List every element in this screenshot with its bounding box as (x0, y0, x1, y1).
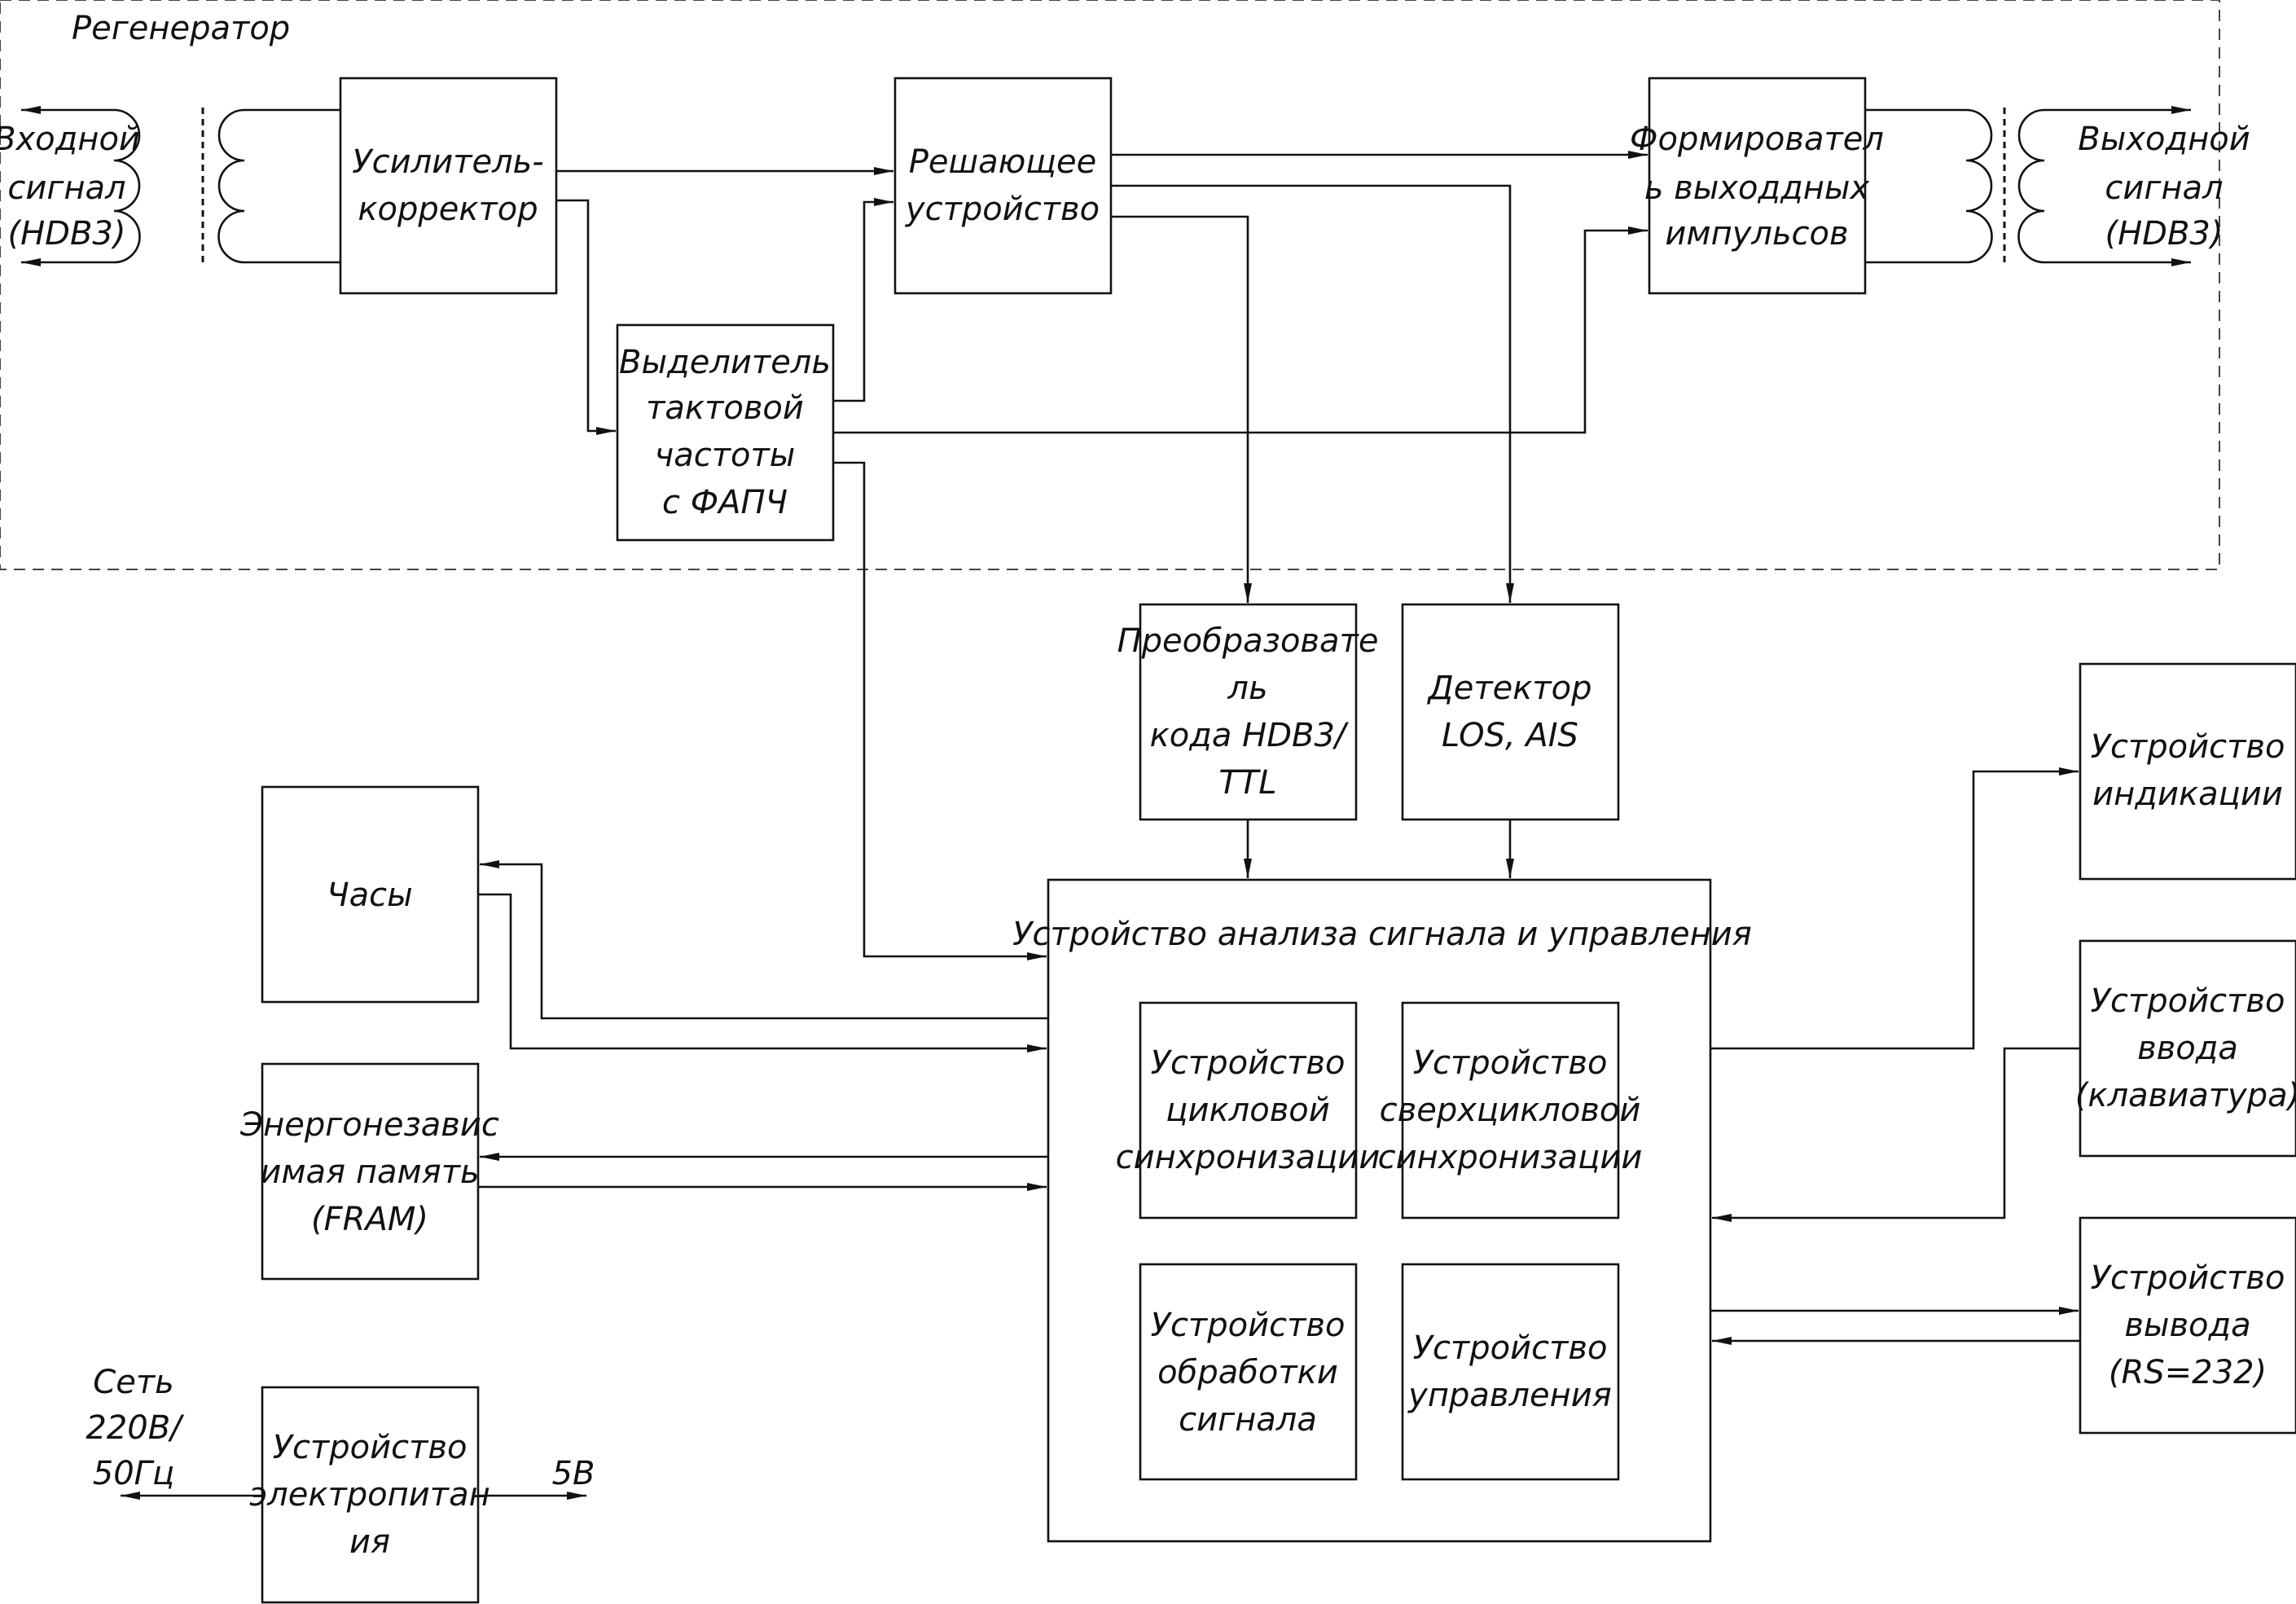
svg-text:сверхцикловой: сверхцикловой (1380, 1092, 1641, 1129)
svg-text:220В/: 220В/ (86, 1409, 185, 1447)
output-signal-label: Выходной сигнал (HDB3) (2078, 121, 2250, 253)
svg-text:синхронизации: синхронизации (1116, 1139, 1381, 1176)
svg-text:корректор: корректор (358, 191, 538, 228)
svg-text:ввода: ввода (2137, 1030, 2238, 1067)
svg-text:Усилитель-: Усилитель- (352, 143, 543, 181)
svg-text:Формировател: Формировател (1630, 121, 1884, 158)
decision-device-block: Решающее устройство (893, 77, 1113, 295)
svg-text:(FRAM): (FRAM) (311, 1201, 428, 1238)
input-device-block: Устройство ввода (клавиатура) (2075, 939, 2296, 1158)
svg-text:Сеть: Сеть (93, 1364, 173, 1401)
svg-text:(HDB3): (HDB3) (8, 215, 126, 253)
svg-text:50Гц: 50Гц (93, 1455, 174, 1492)
svg-text:импульсов: импульсов (1665, 215, 1848, 253)
svg-text:устройство: устройство (905, 191, 1100, 228)
signal-processing-block: Устройство обработки сигнала (1139, 1263, 1358, 1481)
svg-text:управления: управления (1407, 1377, 1612, 1414)
svg-text:Устройство: Устройство (273, 1429, 468, 1466)
power-supply-block: Устройство электропитан ия (249, 1386, 490, 1604)
svg-text:сигнал: сигнал (7, 169, 125, 207)
clock-extractor-block: Выделитель тактовой частоты с ФАПЧ (616, 323, 835, 542)
svg-text:Устройство: Устройство (2091, 1259, 2285, 1297)
svg-text:ь выходдных: ь выходдных (1644, 169, 1870, 207)
svg-text:Выходной: Выходной (2078, 121, 2250, 158)
indication-device-block: Устройство индикации (2079, 662, 2296, 881)
svg-text:TTL: TTL (1218, 764, 1276, 802)
svg-text:Выделитель: Выделитель (619, 344, 831, 381)
regenerator-boundary (0, 0, 2220, 570)
svg-text:Устройство: Устройство (1413, 1329, 1608, 1367)
svg-text:(HDB3): (HDB3) (2105, 215, 2224, 253)
amplifier-corrector-block: Усилитель- корректор (339, 77, 558, 295)
input-transformer (21, 106, 340, 266)
svg-text:ия: ия (349, 1523, 390, 1561)
svg-text:частоты: частоты (655, 437, 796, 474)
svg-text:индикации: индикации (2092, 776, 2283, 813)
svg-text:(RS=232): (RS=232) (2109, 1354, 2267, 1391)
svg-text:Энергонезавис: Энергонезавис (239, 1106, 499, 1144)
svg-text:Устройство анализа сигнала и у: Устройство анализа сигнала и управления (1012, 916, 1752, 953)
svg-text:вывода: вывода (2124, 1307, 2250, 1344)
control-device-block: Устройство управления (1401, 1263, 1620, 1481)
svg-text:LOS, AIS: LOS, AIS (1442, 717, 1578, 754)
regenerator-label: Регенератор (72, 10, 290, 47)
svg-text:цикловой: цикловой (1166, 1092, 1329, 1129)
svg-text:Устройство: Устройство (1151, 1044, 1346, 1082)
connections (121, 151, 2080, 1500)
svg-text:Часы: Часы (327, 877, 413, 914)
los-ais-detector-block: Детектор LOS, AIS (1401, 603, 1620, 821)
svg-text:имая память: имая память (260, 1154, 479, 1191)
svg-text:кода HDB3/: кода HDB3/ (1150, 717, 1350, 754)
mains-label: Сеть 220В/ 50Гц (86, 1364, 185, 1492)
frame-sync-block: Устройство цикловой синхронизации (1116, 1001, 1381, 1219)
svg-text:тактовой: тактовой (646, 389, 804, 427)
output-transformer (1866, 106, 2191, 266)
nvram-block: Энергонезавис имая память (FRAM) (239, 1062, 499, 1281)
svg-text:сигнала: сигнала (1179, 1401, 1317, 1439)
input-signal-label: Входной сигнал (HDB3) (0, 121, 140, 253)
svg-text:Детектор: Детектор (1426, 670, 1591, 707)
multiframe-sync-block: Устройство сверхцикловой синхронизации (1378, 1001, 1643, 1219)
svg-text:Решающее: Решающее (909, 143, 1096, 181)
svg-text:Преобразовате: Преобразовате (1117, 622, 1379, 660)
svg-text:(клавиатура): (клавиатура) (2075, 1077, 2296, 1114)
svg-text:ль: ль (1227, 670, 1267, 707)
svg-text:Устройство: Устройство (1151, 1307, 1346, 1344)
svg-text:электропитан: электропитан (249, 1476, 490, 1514)
svg-text:синхронизации: синхронизации (1378, 1139, 1643, 1176)
signal-analysis-control-block: Устройство анализа сигнала и управления (1012, 878, 1752, 1543)
code-converter-block: Преобразовате ль кода HDB3/ TTL (1117, 603, 1379, 821)
svg-text:обработки: обработки (1157, 1354, 1338, 1391)
svg-text:Входной: Входной (0, 121, 140, 158)
svg-text:с ФАПЧ: с ФАПЧ (662, 484, 788, 521)
clock-block: Часы (261, 785, 480, 1004)
svg-text:Устройство: Устройство (2091, 982, 2285, 1020)
pulse-former-block: Формировател ь выходдных импульсов (1630, 77, 1884, 295)
svg-text:сигнал: сигнал (2105, 169, 2223, 207)
power-output-label: 5В (552, 1455, 595, 1492)
output-device-block: Устройство вывода (RS=232) (2079, 1216, 2296, 1435)
svg-text:Устройство: Устройство (1413, 1044, 1608, 1082)
svg-text:Устройство: Устройство (2091, 728, 2285, 766)
